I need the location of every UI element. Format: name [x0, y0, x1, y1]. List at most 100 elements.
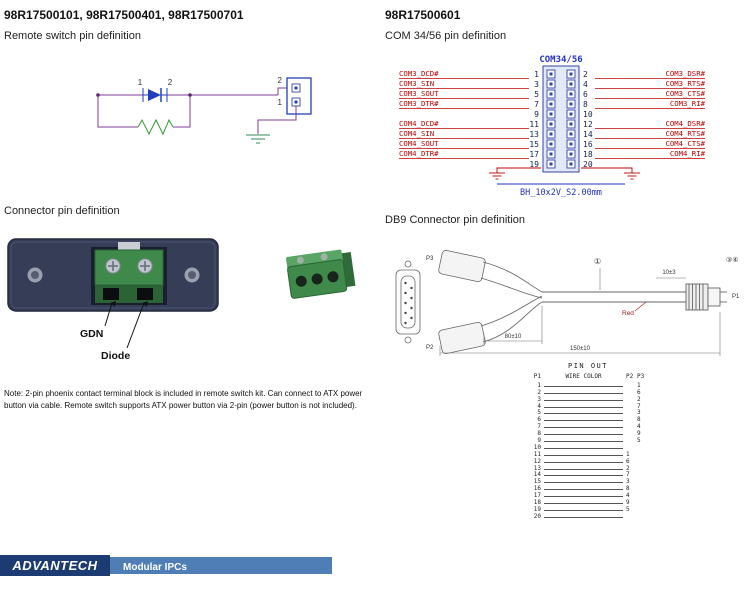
com-signal-label-left: COM3_SIN — [399, 79, 434, 88]
pinout-p1-value: 7 — [537, 423, 541, 431]
wire-line — [544, 392, 623, 394]
pinout-p3-value: 2 — [637, 395, 641, 403]
com-signal-label-right: COM4_DSR# — [665, 119, 705, 128]
com-pin-contact — [549, 162, 553, 166]
pinout-p3-value: 9 — [637, 430, 641, 438]
p1-label: P1 — [732, 294, 740, 300]
circuit-wire-top — [98, 87, 287, 96]
com-pin-number-right: 12 — [583, 120, 593, 129]
advantech-logo-text: ADVANTECH — [12, 558, 98, 573]
callout-3-4: ③④ — [726, 256, 739, 264]
diode-pin1-label: 1 — [138, 78, 143, 87]
com-pin-number-left: 15 — [529, 140, 539, 149]
com-pin-number-left: 5 — [534, 90, 539, 99]
connector-photos: GDN Diode — [7, 238, 356, 362]
p3-label: P3 — [426, 256, 434, 262]
pinout-p3-value: 4 — [637, 423, 641, 431]
pinout-col-p1: P1 — [533, 373, 541, 380]
circuit-wire-bottom — [97, 95, 191, 128]
pinout-p1-value: 17 — [533, 492, 541, 500]
com-pin-contact — [569, 102, 573, 106]
callout-1: ① — [594, 257, 601, 266]
wire-line — [544, 447, 623, 449]
pinout-p1-value: 6 — [537, 416, 541, 424]
dim-strip-label: 10±3 — [662, 270, 676, 276]
phoenix-connector-photo — [286, 249, 356, 299]
ground-wire — [257, 106, 297, 134]
com-signal-label-left: COM4_DTR# — [399, 149, 439, 158]
pinout-p1-value: 13 — [533, 464, 541, 472]
p2-label: P2 — [426, 345, 434, 351]
com-signal-label-left: COM4_SOUT — [399, 139, 439, 148]
com-pin-contact — [569, 142, 573, 146]
com-pin-number-right: 18 — [583, 150, 593, 159]
wire-line — [544, 413, 623, 415]
diode-arrow — [126, 301, 149, 349]
pinout-row: 10 — [528, 444, 648, 451]
com-pin-number-right: 8 — [583, 100, 588, 109]
pinout-p1-value: 18 — [533, 499, 541, 507]
pinout-col-p2: P2 — [626, 373, 634, 380]
db9-cable-drawing: 150±10 80±10 10±3 ① ③④ Red P3 P2 P1 — [395, 250, 740, 356]
wire-line — [544, 385, 623, 387]
wire-line — [544, 406, 623, 408]
pinout-p1-value: 11 — [533, 450, 541, 458]
pinout-p1-value: 1 — [537, 381, 541, 389]
remote-switch-note: Note: 2-pin phoenix contact terminal blo… — [4, 389, 363, 410]
wire-line — [544, 461, 623, 463]
com-connector-title: COM34/56 — [539, 55, 582, 65]
com-pin-contact — [569, 132, 573, 136]
wire-line — [544, 399, 623, 401]
pinout-p1-value: 9 — [537, 437, 541, 445]
pinout-p1-value: 14 — [533, 471, 541, 479]
junction-dot — [188, 93, 192, 97]
com-pin-contact — [549, 72, 553, 76]
com-pin-contact — [549, 112, 553, 116]
red-wire-label: Red — [622, 310, 634, 317]
advantech-logo: ADVANTECH — [0, 555, 110, 576]
diode-icon — [142, 88, 168, 102]
com-pin-contact — [549, 152, 553, 156]
com-signal-label-right: COM4_CTS# — [665, 139, 705, 148]
com-pin-number-left: 19 — [529, 160, 539, 169]
wire-line — [544, 503, 623, 505]
com-signal-label-left: COM4_SIN — [399, 129, 434, 138]
wire-line — [544, 427, 623, 429]
wire-line — [544, 434, 623, 436]
dim-overall-label: 150±10 — [570, 346, 591, 352]
pinout-p1-value: 15 — [533, 478, 541, 486]
ground-icon — [246, 134, 270, 144]
com-pin-number-left: 17 — [529, 150, 539, 159]
com-signal-label-right: COM3_RTS# — [665, 79, 705, 88]
com-pin-contact — [569, 152, 573, 156]
remote-switch-subtitle: Remote switch pin definition — [4, 30, 141, 42]
pinout-p1-value: 3 — [537, 395, 541, 403]
com-pin-number-left: 13 — [529, 130, 539, 139]
pinout-p1-value: 5 — [537, 409, 541, 417]
com-pin-number-right: 20 — [583, 160, 593, 169]
pinout-p1-value: 8 — [537, 430, 541, 438]
com-pin-number-right: 2 — [583, 70, 588, 79]
pinout-p2-value: 6 — [626, 457, 630, 465]
footer-category-label: Modular IPCs — [123, 562, 187, 573]
dimension-lines — [439, 268, 721, 356]
pinout-p1-value: 16 — [533, 485, 541, 493]
resistor-icon — [137, 118, 174, 136]
com-pin-number-right: 16 — [583, 140, 593, 149]
wire-line — [544, 454, 623, 456]
com-signal-label-right: COM4_RI# — [670, 149, 706, 158]
dim-partial-label: 80±10 — [505, 334, 522, 340]
ground-symbol-left — [489, 167, 541, 180]
db9-pins — [404, 281, 413, 325]
